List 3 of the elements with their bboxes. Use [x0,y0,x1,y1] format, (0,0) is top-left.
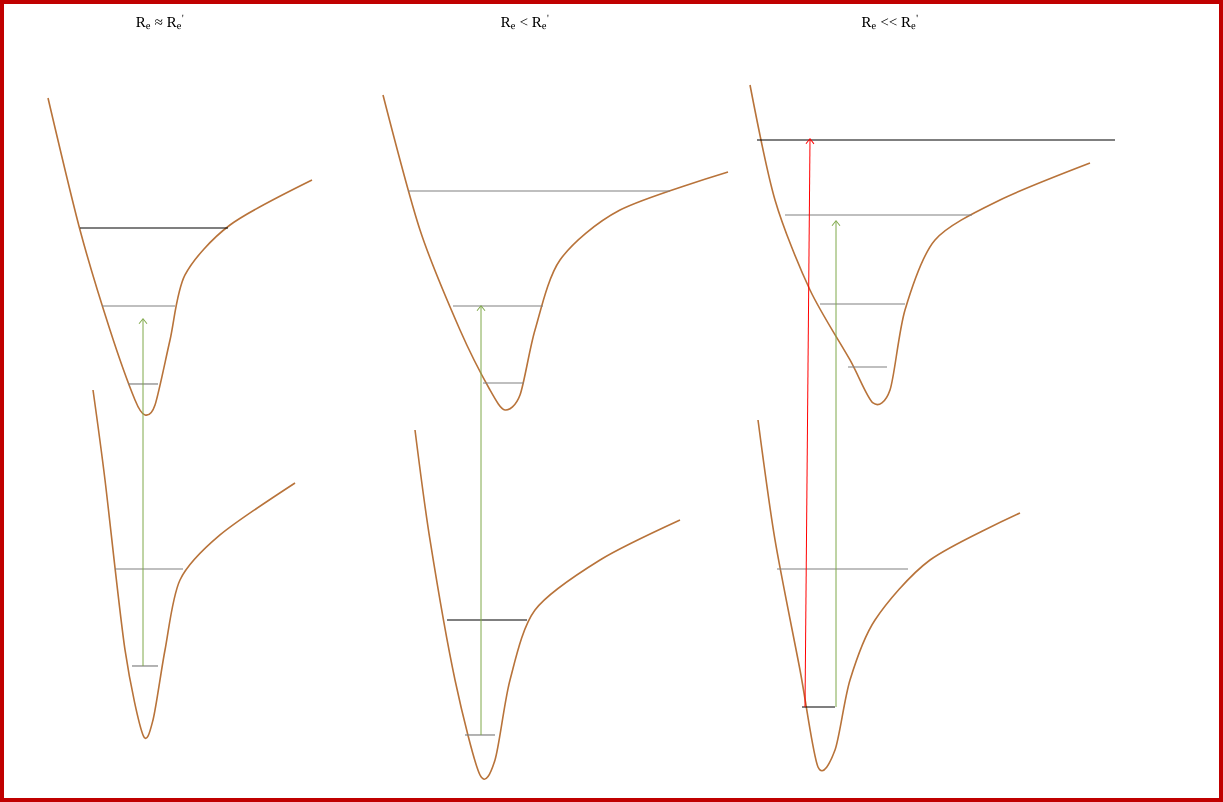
heading: R$_{e}$ < R$_{e}$' [501,14,549,30]
heading: R$_{e}$ << R$_{e}$' [861,14,918,30]
heading: R$_{e}$ ≈ R$_{e}$' [136,14,184,30]
